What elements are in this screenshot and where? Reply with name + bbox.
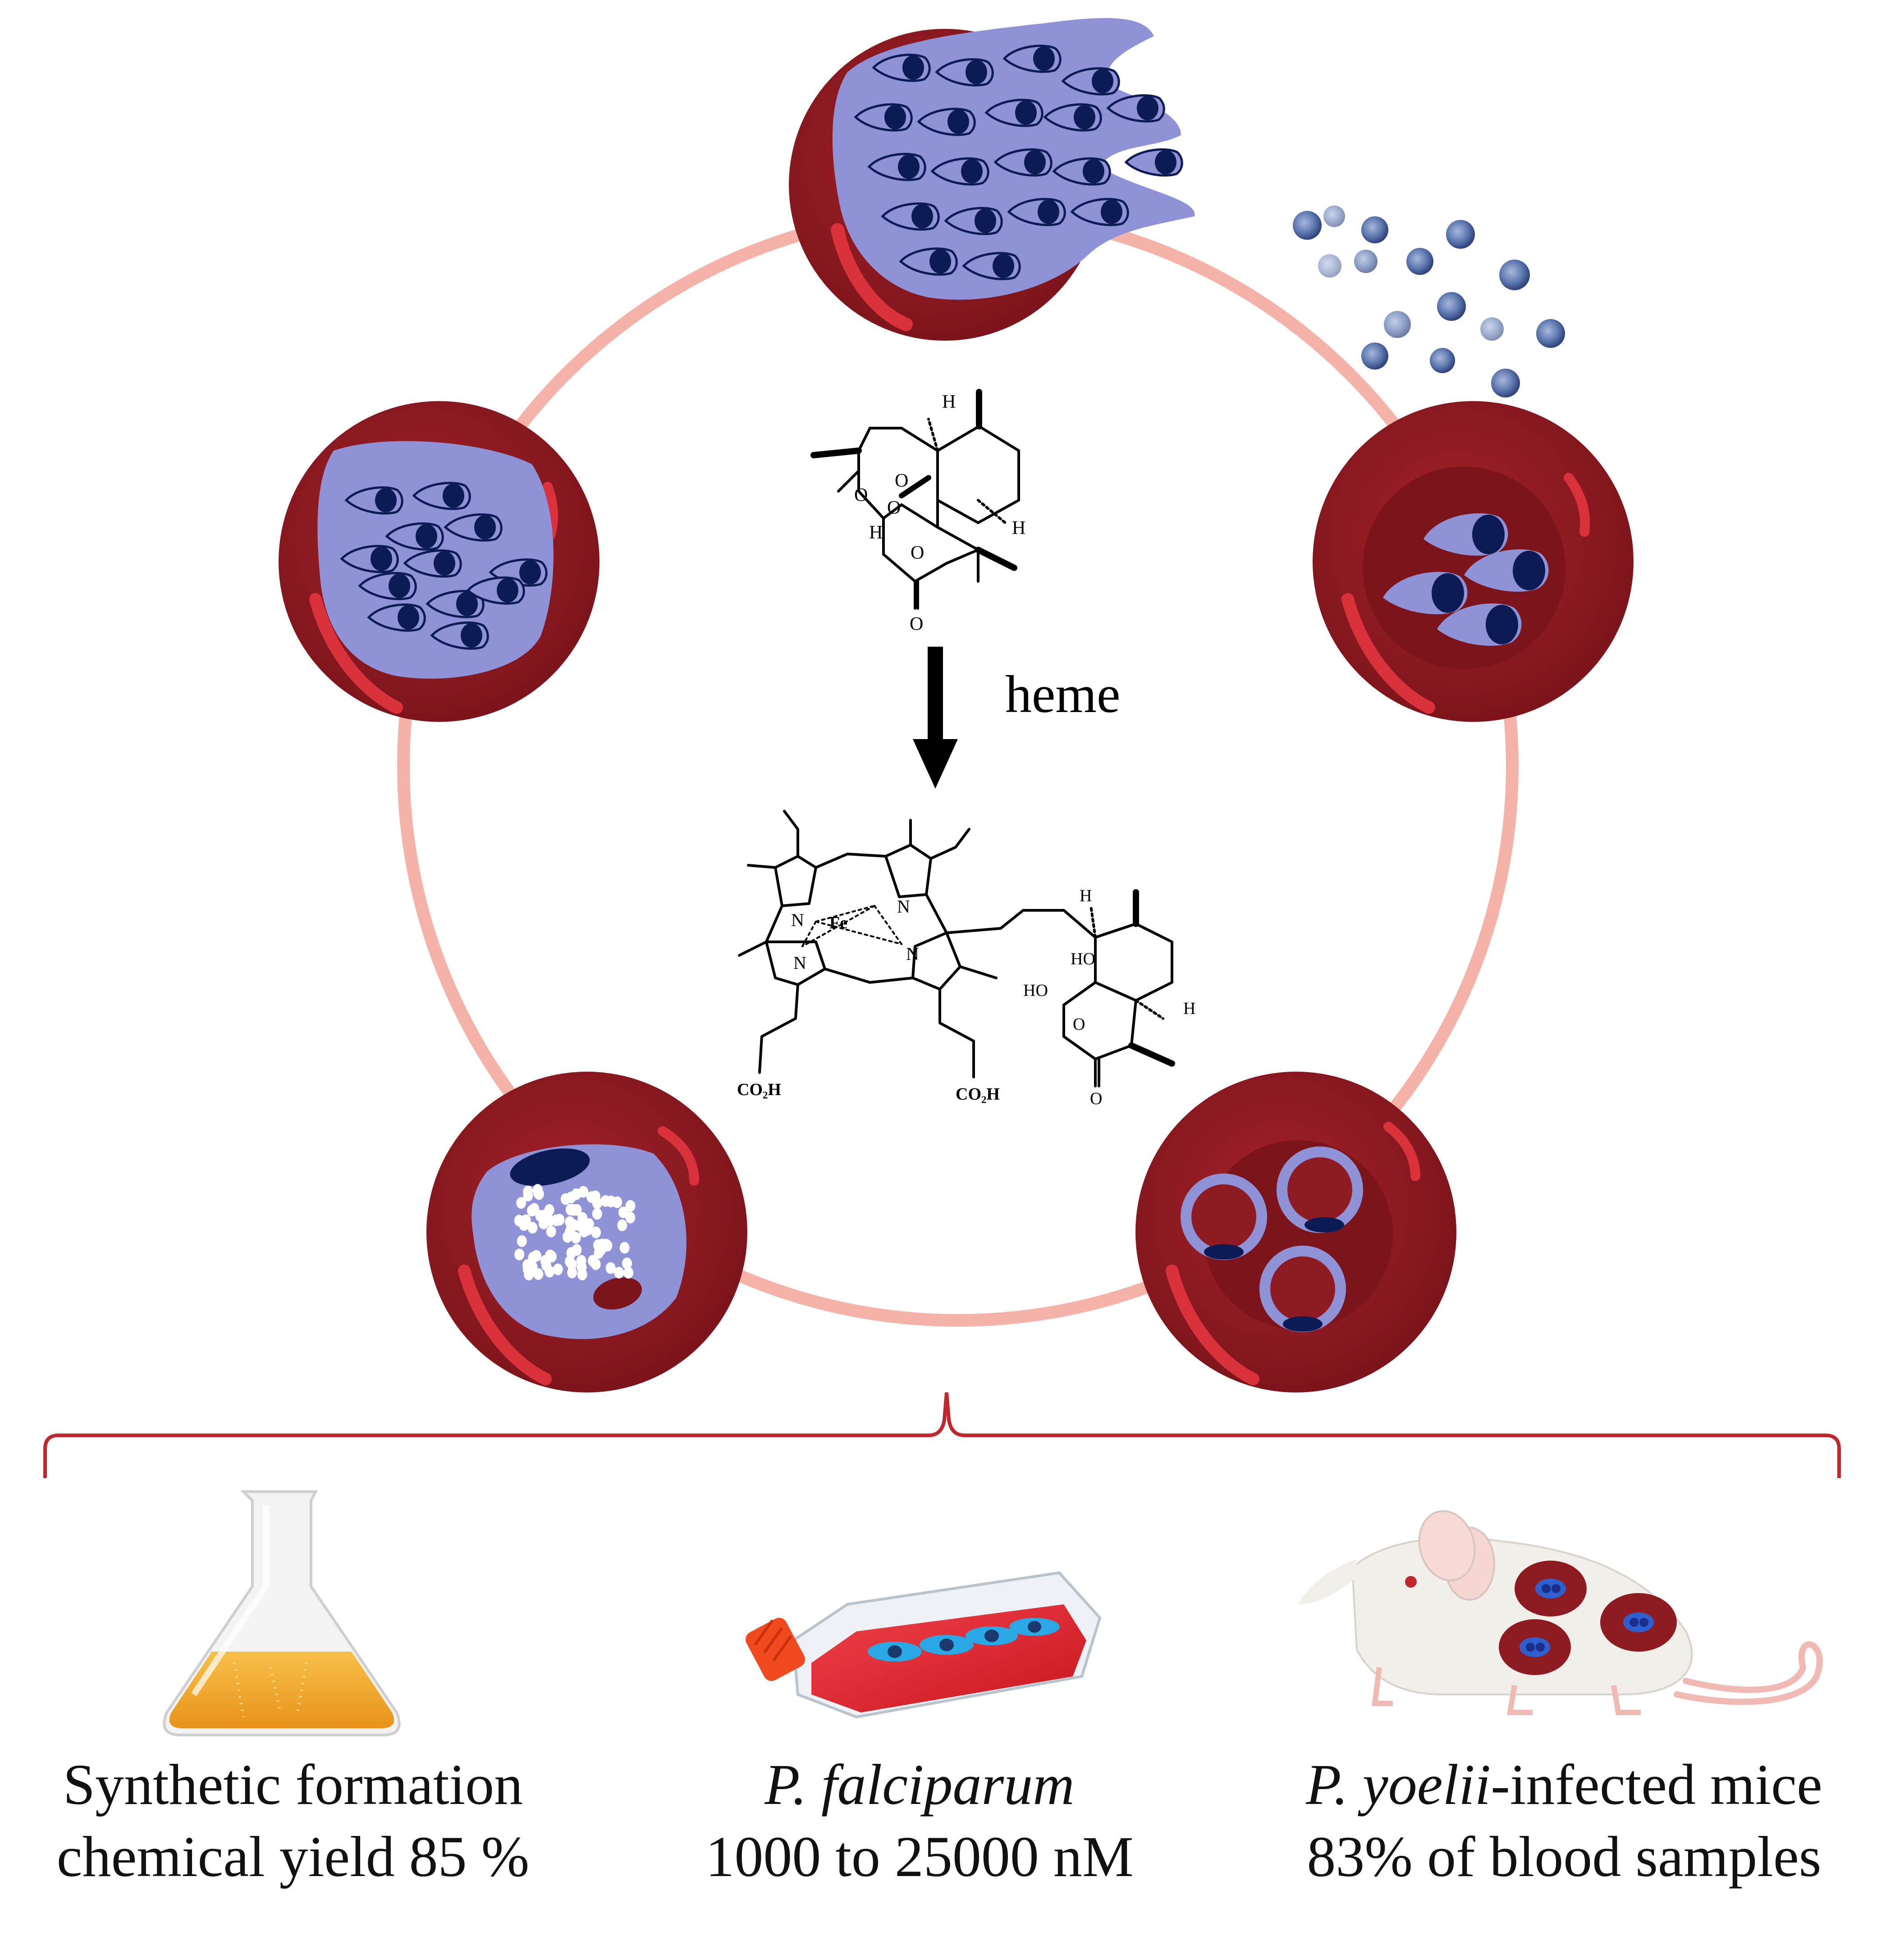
results-bracket <box>43 1392 1841 1478</box>
atom-ho: HO <box>1023 981 1048 1000</box>
hemozoin-dot <box>532 1184 543 1196</box>
caption-line: Synthetic formation <box>63 1753 523 1817</box>
caption-line: 83% of blood samples <box>1307 1825 1822 1889</box>
atom-o: O <box>1073 1015 1085 1034</box>
result-caption-in-vitro: P. falciparum 1000 to 25000 nM <box>640 1749 1199 1893</box>
hemozoin-dot <box>619 1242 630 1254</box>
hemozoin-dot <box>597 1238 608 1251</box>
hemozoin-dot <box>565 1216 575 1228</box>
caption-line: chemical yield 85 % <box>56 1825 530 1889</box>
hemozoin-dot <box>571 1188 581 1200</box>
hemozoin-dot <box>591 1226 601 1238</box>
released-merozoites <box>1293 205 1565 397</box>
hemozoin-dot <box>540 1255 550 1267</box>
reagent-label: heme <box>1005 665 1121 724</box>
hemozoin-dot <box>592 1208 602 1220</box>
hemozoin-dot <box>533 1268 544 1280</box>
reaction-arrow <box>913 647 958 789</box>
hemozoin-dot <box>625 1200 636 1212</box>
hemozoin-dot <box>528 1251 538 1264</box>
hemozoin-dot <box>588 1255 598 1267</box>
caption-line-species: P. yoelii-infected mice <box>1253 1749 1875 1821</box>
result-caption-in-vivo: P. yoelii-infected mice 83% of blood sam… <box>1253 1749 1875 1893</box>
atom-n: N <box>793 953 806 973</box>
cell-mature-schizont <box>279 401 600 722</box>
hemozoin-dot <box>545 1215 555 1227</box>
hemozoin-dot <box>560 1193 571 1205</box>
hemozoin-dot <box>521 1214 531 1226</box>
atom-h: H <box>869 522 883 543</box>
heme-adduct-structure <box>738 810 1175 1087</box>
hemozoin-dot <box>614 1267 624 1278</box>
hemozoin-dot <box>586 1191 597 1203</box>
caption-line: 1000 to 25000 nM <box>705 1825 1134 1889</box>
atom-h: H <box>1080 886 1092 905</box>
hemozoin-dot <box>545 1265 555 1278</box>
hemozoin-dot <box>623 1267 634 1279</box>
atom-n: N <box>791 910 804 930</box>
hemozoin-dot <box>516 1197 526 1209</box>
hemozoin-dot <box>535 1210 545 1222</box>
hemozoin-dot <box>572 1244 582 1256</box>
culture-flask-icon <box>746 1571 1102 1719</box>
cell-ring-stage <box>1135 1072 1456 1393</box>
atom-co2h: CO₂H <box>956 1085 1000 1104</box>
hemozoin-dot <box>575 1220 586 1232</box>
atom-h: H <box>942 392 956 412</box>
hemozoin-dot <box>517 1235 527 1247</box>
hemozoin-dot <box>568 1204 579 1216</box>
result-caption-synthesis: Synthetic formation chemical yield 85 % <box>18 1749 568 1893</box>
atom-o: O <box>887 498 901 518</box>
atom-h: H <box>1183 999 1195 1018</box>
artemisinin-structure <box>810 389 1020 610</box>
atom-o: O <box>895 470 908 491</box>
caption-species: P. yoelii <box>1306 1753 1491 1817</box>
atom-o: O <box>911 543 924 563</box>
hemozoin-dot <box>527 1222 538 1234</box>
hemozoin-dots <box>514 1184 636 1281</box>
atom-fe: Fe <box>829 913 847 932</box>
atom-n: N <box>906 944 919 964</box>
hemozoin-dot <box>523 1190 533 1201</box>
cell-trophozoite <box>426 1072 747 1393</box>
caption-species: P. falciparum <box>764 1753 1075 1817</box>
hemozoin-dot <box>514 1248 525 1260</box>
atom-o: O <box>910 614 923 635</box>
hemozoin-dot <box>553 1263 563 1275</box>
cell-early-schizont <box>1313 401 1634 722</box>
atom-h: H <box>1012 518 1025 539</box>
atom-n: N <box>897 896 910 917</box>
hemozoin-dot <box>605 1262 616 1274</box>
atom-ho: HO <box>1071 950 1095 968</box>
hemozoin-dot <box>618 1206 628 1219</box>
atom-co2h: CO₂H <box>737 1080 781 1099</box>
hemozoin-dot <box>617 1219 627 1231</box>
hemozoin-dot <box>606 1196 616 1207</box>
hemozoin-dot <box>567 1266 577 1278</box>
hemozoin-dot <box>577 1269 587 1281</box>
hemozoin-dot <box>622 1257 632 1269</box>
caption-species-suffix: -infected mice <box>1491 1753 1822 1817</box>
atom-o: O <box>854 485 868 506</box>
mouse-icon <box>1298 1510 1823 1715</box>
hemozoin-dot <box>527 1260 538 1273</box>
cell-segmenter-bursting <box>789 18 1195 341</box>
hemozoin-dot <box>546 1225 556 1237</box>
erlenmeyer-flask-icon <box>163 1490 401 1736</box>
atom-o: O <box>1090 1089 1102 1108</box>
